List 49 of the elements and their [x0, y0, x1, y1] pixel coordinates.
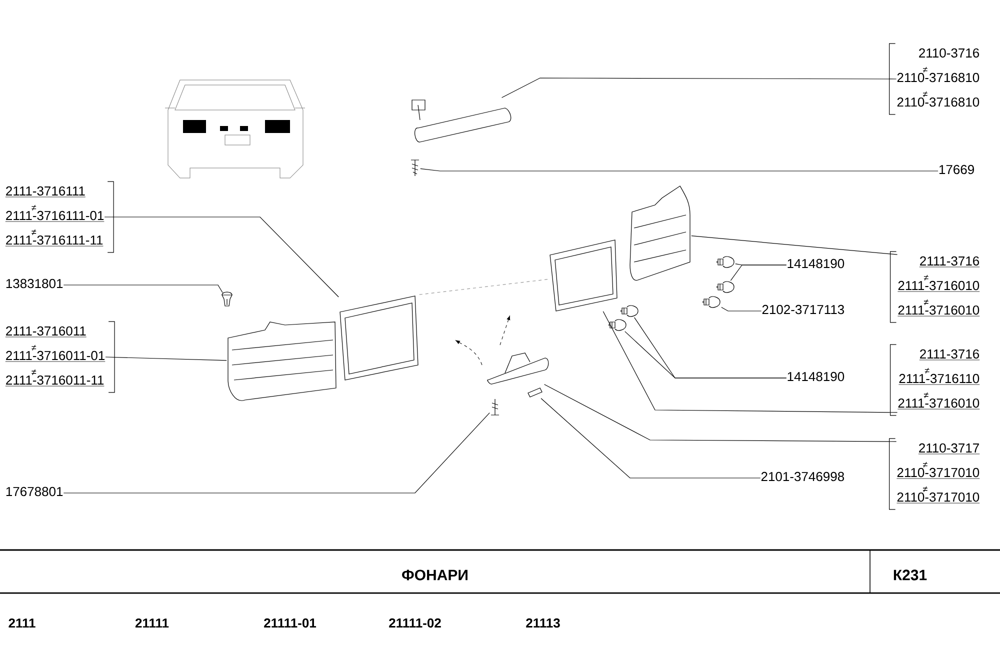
part-number: 14148190: [788, 372, 844, 382]
part-number-list: 2111-3716111 ≠ 2111-3716111-01 ≠ 2111-3716111-11: [5, 186, 104, 246]
part-number: 2101-3746998: [761, 472, 844, 482]
leader-line: [105, 356, 227, 361]
leader-line: [540, 398, 761, 478]
lens-drawing: [340, 296, 418, 380]
screw-drawing: [490, 398, 500, 416]
lens-drawing: [550, 240, 618, 312]
part-number: 17669: [939, 164, 974, 174]
bulb-drawing: [702, 296, 720, 308]
bulb-drawing: [716, 281, 734, 293]
leader-line: [63, 412, 490, 494]
leader-line: [104, 216, 339, 298]
model-number: 21111: [135, 618, 169, 628]
part-number-list: 2111-3716 ≠ 2111-3716110 ≠ 2111-3716010: [897, 349, 980, 410]
leader-line: [721, 307, 762, 312]
leader-line: [602, 311, 898, 413]
brake-light-drawing: [412, 100, 512, 142]
leader-line: [691, 236, 898, 255]
leader-line: [420, 168, 938, 172]
leader-line: [730, 264, 787, 281]
title: ФОНАРИ: [402, 570, 468, 580]
part-number-list: 2111-3716011 ≠ 2111-3716011-01 ≠ 2111-3716011-11: [5, 326, 106, 386]
alignment-line: [419, 278, 550, 295]
tail-lamp-drawing: [228, 322, 336, 401]
part-number: 13831801: [6, 278, 63, 288]
model-number: 21111-02: [389, 618, 441, 628]
leader-line: [624, 331, 787, 378]
license-lamp-drawing: [487, 352, 549, 384]
bulb-drawing: [528, 388, 542, 398]
screw-drawing: [410, 160, 420, 176]
model-number: 2111: [8, 618, 36, 628]
leader-line: [544, 384, 897, 442]
sheet-number: К231: [894, 570, 927, 580]
bulb-drawing: [620, 305, 638, 317]
tail-lamp-drawing: [630, 186, 690, 281]
leader-line: [501, 78, 897, 98]
part-number: 2102-3717113: [762, 304, 844, 314]
clip-drawing: [222, 292, 232, 306]
part-number: 17678801: [6, 486, 63, 496]
bulb-drawing: [608, 319, 626, 331]
part-number: 14148190: [788, 258, 844, 268]
model-number: 21111-01: [264, 618, 316, 628]
part-number-list: 2110-3716 ≠ 2110-3716810 ≠ 2110-3716810: [897, 48, 980, 107]
bulb-drawing: [716, 256, 734, 268]
part-number-list: 2111-3716 ≠ 2111-3716010 ≠ 2111-3716010: [897, 256, 980, 316]
part-number-list: 2110-3717 ≠ 2110-3717010 ≠ 2110-3717010: [896, 443, 980, 504]
leader-line: [63, 284, 223, 293]
model-number: 21113: [526, 618, 560, 628]
